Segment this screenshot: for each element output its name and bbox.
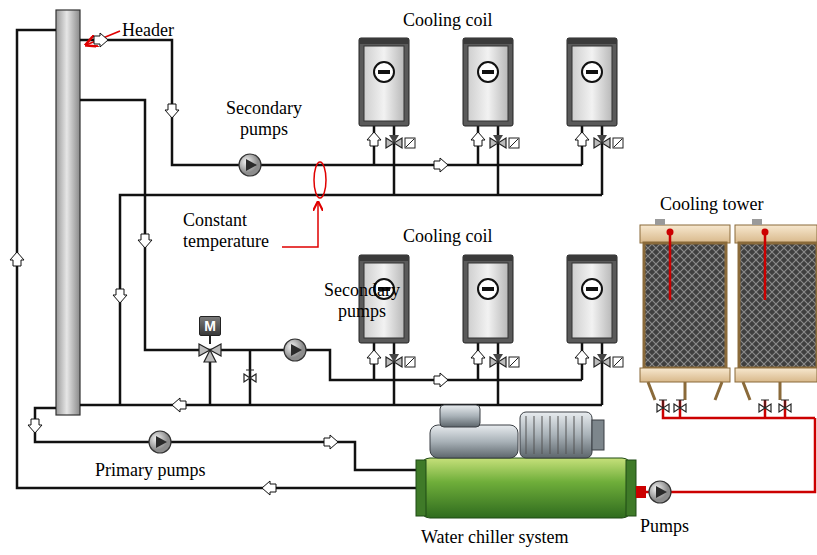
flow-arrow <box>434 158 448 172</box>
label-text: Cooling tower <box>660 194 764 214</box>
flow-arrow <box>471 350 485 364</box>
flow-arrow <box>172 398 186 412</box>
motor-fin <box>534 416 535 454</box>
part-label: Secondary pumps <box>312 280 412 322</box>
part-label: Cooling tower <box>660 194 764 215</box>
flow-arrow <box>471 132 485 146</box>
label-text: Cooling coil <box>403 226 493 246</box>
flow-arrow <box>10 252 24 266</box>
motor-fin <box>526 416 527 454</box>
label-text: Cooling coil <box>403 10 493 30</box>
flow-arrow <box>367 132 381 146</box>
label-text: Primary pumps <box>95 460 206 480</box>
motor-fin <box>582 416 583 454</box>
motor-fin <box>558 416 559 454</box>
part-label: Cooling coil <box>403 226 493 247</box>
label-text: Water chiller system <box>421 527 569 547</box>
part-label: Primary pumps <box>95 460 206 481</box>
flow-arrow <box>113 289 127 303</box>
label-text: Secondary pumps <box>324 280 400 321</box>
flow-arrow <box>94 33 108 47</box>
part-label: Header <box>122 20 174 41</box>
flow-arrow <box>367 350 381 364</box>
flow-arrow <box>434 373 448 387</box>
flow-arrow <box>575 132 589 146</box>
flow-arrow <box>165 104 179 118</box>
part-label: Water chiller system <box>421 527 569 548</box>
motor-fin <box>566 416 567 454</box>
part-label: Cooling coil <box>403 10 493 31</box>
motor-fin <box>574 416 575 454</box>
label-text: Pumps <box>640 516 689 536</box>
motor-fin <box>550 416 551 454</box>
valve-actuator: M <box>199 316 221 336</box>
label-text: Secondary pumps <box>226 98 302 139</box>
part-label: Pumps <box>640 516 689 537</box>
note-label: Constant temperature <box>183 210 309 252</box>
flow-arrow <box>138 234 152 248</box>
actuator-letter: M <box>204 318 216 334</box>
part-label: Secondary pumps <box>210 98 318 140</box>
motor-fin <box>542 416 543 454</box>
flow-arrow <box>262 481 276 495</box>
flow-arrow <box>324 435 338 449</box>
label-text: Header <box>122 20 174 40</box>
flow-arrow <box>28 419 42 433</box>
flow-arrow <box>575 350 589 364</box>
label-text: Constant temperature <box>183 210 269 251</box>
